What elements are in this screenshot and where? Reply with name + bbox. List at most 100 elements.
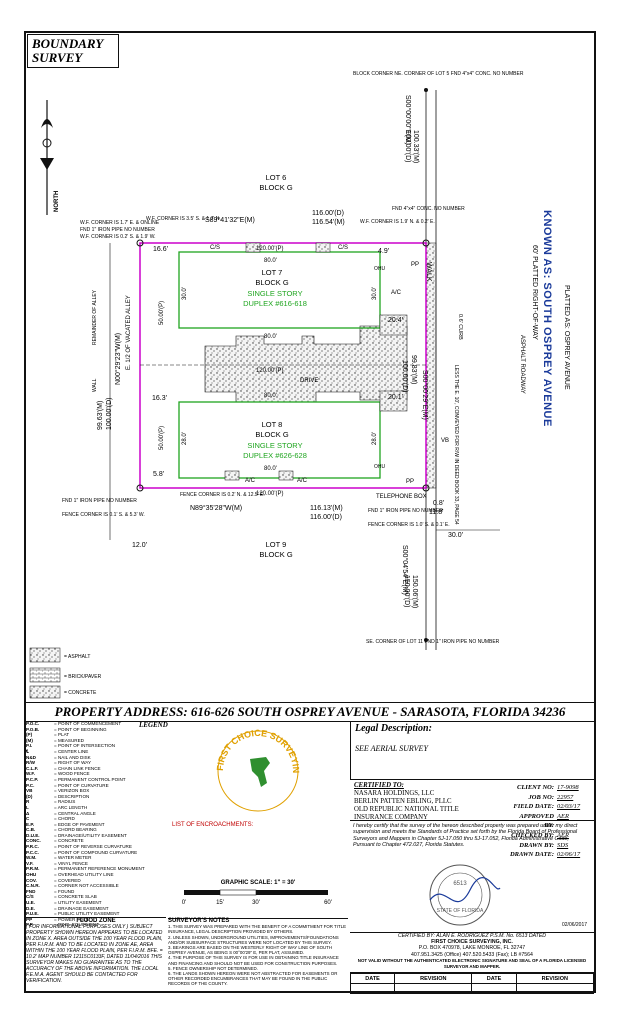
- svg-text:FENCE CORNER IS 1.0' S. & 0.1': FENCE CORNER IS 1.0' S. & 0.1' E.: [368, 522, 450, 528]
- svg-text:20.4': 20.4': [388, 317, 403, 324]
- property-address: PROPERTY ADDRESS: 616-626 SOUTH OSPREY A…: [26, 702, 594, 722]
- svg-text:BLOCK CORNER NE. CORNER OF LOT: BLOCK CORNER NE. CORNER OF LOT 5 FND 4"x…: [353, 71, 524, 77]
- svg-text:5.8': 5.8': [153, 471, 164, 478]
- legal-description: Legal Description: SEE AERIAL SURVEY: [350, 721, 595, 780]
- lot7-label: LOT 7: [262, 268, 283, 277]
- svg-text:30.0': 30.0': [448, 532, 463, 539]
- legend: P.O.C. = POINT OF COMMENCEMENT P.O.B. = POI…: [26, 721, 166, 927]
- legend-row: R = RADIUS: [26, 799, 166, 805]
- note: 2. UNLESS SHOWN, UNDERGROUND UTILITIES, …: [168, 934, 339, 945]
- legend-abbr: P.P.: [26, 922, 34, 928]
- svg-text:80.0': 80.0': [264, 334, 277, 340]
- legend-row: P.I.= POINT OF INTERSECTION: [26, 743, 166, 749]
- legend-abbr: P.C.: [26, 782, 35, 788]
- legend-meaning: = OVERHEAD UTILITY LINE: [54, 872, 114, 878]
- sheet-border: [24, 31, 596, 993]
- lot8-duplex: DUPLEX #626-628: [243, 451, 307, 460]
- svg-text:LESS THE E. 10', CONVEYED FOR: LESS THE E. 10', CONVEYED FOR R/W IN DEE…: [453, 365, 459, 525]
- legend-row: Δ = CENTRAL ANGLE: [26, 811, 166, 817]
- legend-abbr: C/S: [26, 894, 34, 900]
- firm-name: FIRST CHOICE SURVEYING, INC.: [431, 939, 513, 946]
- svg-text:16.3': 16.3': [152, 395, 167, 402]
- svg-text:60' PLATTED RIGHT-OF-WAY: 60' PLATTED RIGHT-OF-WAY: [531, 245, 538, 340]
- legend-row: D.E.= DRAINAGE EASEMENT: [26, 906, 166, 912]
- legend-abbr: N&D: [26, 754, 36, 760]
- flood-zone: FLOOD ZONE ( FOR INFORMATIONAL PURPOSES …: [26, 917, 166, 993]
- graphic-scale: GRAPHIC SCALE: 1" = 30' 0' 15' 30' 60': [168, 880, 348, 918]
- firm-valid: NOT VALID WITHOUT THE AUTHENTICATED ELEC…: [357, 957, 587, 970]
- svg-text:ASPHALT ROADWAY: ASPHALT ROADWAY: [519, 335, 525, 394]
- svg-text:A/C: A/C: [297, 478, 308, 484]
- lot6-label: LOT 6: [266, 173, 287, 182]
- legend-meaning: = POINT OF CURVATURE: [54, 782, 109, 788]
- flood-title: FLOOD ZONE: [76, 918, 116, 924]
- legend-abbr: P.U.E.: [26, 911, 39, 917]
- legend-row: FND= FOUND: [26, 889, 166, 895]
- legend-meaning: = CENTRAL ANGLE: [54, 810, 96, 816]
- legend-row: L= ARC LENGTH: [26, 805, 166, 811]
- legend-meaning: = DRAINAGE EASEMENT: [54, 905, 109, 911]
- svg-text:W.F. CORNER IS 1.9' N. & 0.2': W.F. CORNER IS 1.9' N. & 0.2' E.: [360, 219, 435, 225]
- note: 4. THE PURPOSE OF THIS SURVEY IS FOR USE…: [168, 955, 339, 966]
- svg-text:28.0': 28.0': [372, 432, 378, 445]
- svg-text:OHU: OHU: [374, 266, 386, 272]
- legend-meaning: = POWER POLE: [54, 916, 89, 922]
- svg-text:99.83'(M): 99.83'(M): [410, 355, 417, 384]
- svg-text:C/S: C/S: [338, 245, 348, 251]
- legend-meaning: = CONCRETE: [54, 838, 84, 844]
- legend-meaning: = PUBLIC UTILITY EASEMENT: [54, 911, 120, 917]
- svg-text:120.00'(P): 120.00'(P): [256, 491, 284, 497]
- legend-meaning: = VERIZON BOX: [54, 788, 90, 794]
- legend-abbr: P.O.C.: [26, 721, 40, 726]
- svg-text:= BRICK/PAVER: = BRICK/PAVER: [64, 674, 102, 680]
- svg-text:VB: VB: [441, 438, 449, 444]
- legend-row: C/S= CONCRETE SLAB: [26, 894, 166, 900]
- legend-meaning: = FOUND: [54, 888, 75, 894]
- legend-row: D.U.E. = DRAINAGE/UTILITY EASEMENT: [26, 833, 166, 839]
- svg-text:DRIVE: DRIVE: [300, 378, 318, 384]
- surveyor-seal: 6513 STATE OF FLORIDA: [429, 864, 501, 926]
- legend-row: P.P.= POOL EQUIPMENT: [26, 922, 166, 928]
- svg-text:150.06'(M): 150.06'(M): [411, 575, 418, 608]
- legend-meaning: = DRAINAGE/UTILITY EASEMENT: [54, 832, 127, 838]
- svg-text:A/C: A/C: [391, 290, 402, 296]
- legend-meaning: = NAIL AND DISK: [54, 754, 91, 760]
- legend-row: C.N.R.= CORNER NOT ACCESSIBLE: [26, 883, 166, 889]
- svg-text:FENCE CORNER IS 0.1' S. & 5.3': FENCE CORNER IS 0.1' S. & 5.3' W.: [62, 512, 145, 518]
- certified-line: INSURANCE COMPANY: [354, 814, 428, 821]
- legend-meaning: = RADIUS: [54, 799, 76, 805]
- legend-meaning: = CHORD: [54, 816, 75, 822]
- svg-text:50.00'(P): 50.00'(P): [159, 426, 165, 450]
- svg-text:30.0': 30.0': [372, 287, 378, 300]
- revision-table: DATE REVISION DATE REVISION: [349, 972, 595, 994]
- firm-phone: 407.951.3425 (Office) 407.520.5433 (Fax)…: [411, 951, 533, 958]
- legend-abbr: C.L.F.: [26, 765, 39, 771]
- lot9-block: BLOCK G: [259, 550, 293, 559]
- svg-text:PP: PP: [411, 262, 419, 268]
- svg-text:28.0': 28.0': [182, 432, 188, 445]
- legend-abbr: R: [26, 799, 30, 805]
- legend-abbr: Δ: [26, 810, 30, 816]
- legend-meaning: = MEASURED: [54, 737, 84, 743]
- svg-text:WALL: WALL: [92, 378, 98, 392]
- legend-abbr: D.U.E.: [26, 832, 40, 838]
- legend-row: C= CHORD: [26, 816, 166, 822]
- north-arrow: NORTH: [40, 100, 60, 215]
- legend-meaning: = EDGE OF PAVEMENT: [54, 821, 105, 827]
- legend-abbr: P.I.: [26, 743, 33, 749]
- parcel-boundary: [139, 242, 427, 489]
- surveyors-notes: SURVEYOR'S NOTES 1. THIS SURVEY WAS PREP…: [168, 918, 348, 993]
- legend-meaning: = POINT OF COMMENCEMENT: [54, 721, 122, 726]
- legend-abbr: P.O.B.: [26, 726, 40, 732]
- scale-title: GRAPHIC SCALE: 1" = 30': [220, 880, 296, 886]
- svg-text:A/C: A/C: [245, 478, 256, 484]
- svg-text:50.00'(P): 50.00'(P): [159, 301, 165, 325]
- svg-text:100.00'(D): 100.00'(D): [106, 398, 113, 430]
- svg-text:116.00'(D): 116.00'(D): [310, 514, 342, 521]
- legend-row: P.R.C.= POINT OF REVERSE CURVATURE: [26, 844, 166, 850]
- seal-state: STATE OF FLORIDA: [437, 908, 484, 914]
- legend-row: W.M.= WATER METER: [26, 855, 166, 861]
- legend-abbr: ℄: [26, 748, 29, 754]
- legend-abbr: P.C.P.: [26, 776, 39, 782]
- svg-text:116.13'(M): 116.13'(M): [310, 505, 343, 512]
